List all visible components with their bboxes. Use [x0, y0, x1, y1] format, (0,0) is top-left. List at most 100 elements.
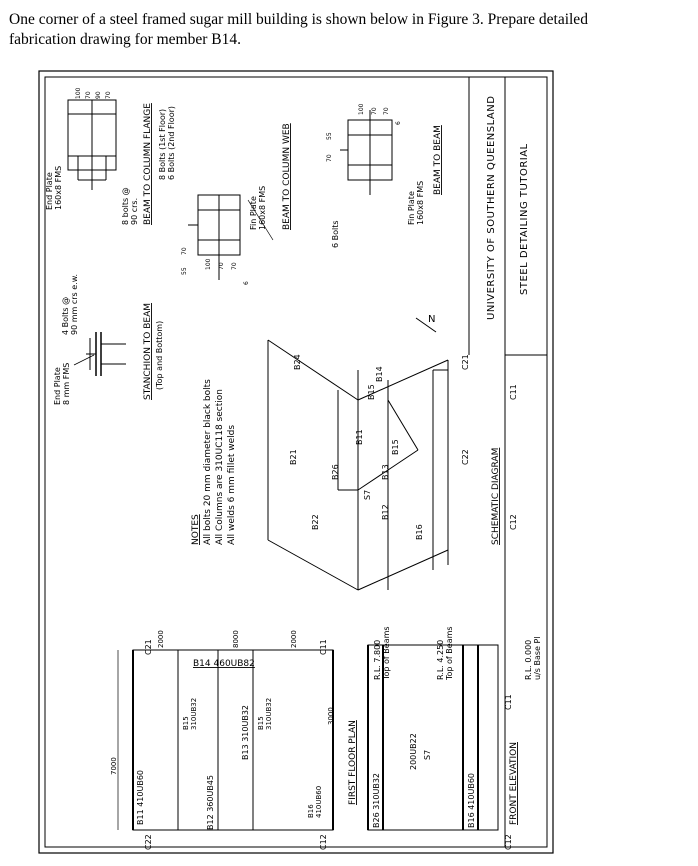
notes-line-2: All Columns are 310UC118 section: [215, 389, 225, 545]
plan-c21: C21: [144, 639, 153, 655]
plan-dim-2000-b: 2000: [290, 630, 298, 648]
beam-to-beam-title: BEAM TO BEAM: [433, 125, 443, 195]
plan-dim-7000: 7000: [110, 757, 118, 775]
dim-100: 100: [75, 87, 82, 99]
plan-c11: C11: [319, 639, 328, 655]
web-dim-70: 70: [326, 154, 333, 162]
plan-b15-a: B15: [182, 716, 190, 730]
schematic-label-c22: C22: [461, 449, 470, 465]
web-dim-100: 100: [358, 103, 365, 115]
end-plate-160-spec: 160x8 FMS: [54, 166, 63, 210]
plan-b16: B16: [307, 804, 315, 818]
schematic-label-b24: B24: [293, 354, 302, 370]
notes-line-1: All bolts 20 mm diameter black bolts: [203, 379, 213, 545]
plan-b12: B12 360UB45: [206, 775, 215, 830]
notes-line-3: All welds 6 mm fillet welds: [227, 425, 237, 545]
schematic-label-b16: B16: [415, 524, 424, 540]
tutorial-subtitle: STEEL DETAILING TUTORIAL: [519, 143, 530, 295]
schematic-label-b12: B12: [381, 504, 390, 520]
detail-beam-to-beam: BEAM TO COLUMN WEB 6 Bolts 70 55 100 70 …: [282, 103, 443, 248]
schematic-label-b13: B13: [381, 464, 390, 480]
notes-heading: NOTES: [191, 514, 201, 545]
elev-rl-base: R.L. 0.000: [524, 640, 533, 680]
bolts-spacing-1: 4 Bolts @: [61, 297, 70, 335]
elev-rl-top-sub: Top of Beams: [382, 626, 391, 681]
fin-dim-70b: 70: [218, 262, 225, 270]
front-elevation-title: FRONT ELEVATION: [509, 742, 519, 825]
schematic-label-b26: B26: [331, 464, 340, 480]
elev-rl-mid-sub: Top of Beams: [445, 626, 454, 681]
schematic-diagram-title: SCHEMATIC DIAGRAM: [491, 448, 501, 545]
plan-b13: B13 310UB32: [241, 705, 250, 760]
schematic-label-b14: B14: [375, 366, 384, 382]
plan-b15-a-section: 310UB32: [190, 698, 198, 730]
plan-b14: B14 460UB82: [193, 659, 255, 669]
end-plate-160-label: End Plate: [45, 172, 54, 210]
web-dim-70b: 70: [371, 107, 378, 115]
dim-70a: 70: [85, 91, 92, 99]
elev-b26: B26 310UB32: [372, 773, 381, 828]
plan-c22: C22: [144, 834, 153, 850]
question-line-1: One corner of a steel framed sugar mill …: [9, 11, 588, 28]
stanchion-to-beam-title: STANCHION TO BEAM: [143, 303, 153, 400]
fin-dim-6: 6: [243, 281, 250, 285]
plan-dim-2000-a: 2000: [157, 630, 165, 648]
university-label: UNIVERSITY OF SOUTHERN QUEENSLAND: [486, 96, 497, 320]
schematic-label-b11: B11: [355, 429, 364, 445]
elev-c12: C12: [504, 834, 513, 850]
fin-plate-spec: 160x8 FMS: [258, 186, 267, 230]
schematic-label-s7: S7: [363, 490, 372, 500]
schematic-label-b21: B21: [289, 449, 298, 465]
schematic-label-c12: C12: [509, 514, 518, 530]
plan-dim-8000: 8000: [232, 630, 240, 648]
beam-to-column-web-title: BEAM TO COLUMN WEB: [282, 123, 292, 230]
web-dim-6: 6: [395, 121, 402, 125]
bolts-spacing-2: 90 mm crs e.w.: [70, 274, 79, 335]
fin-plate-label: Fin Plate: [249, 196, 258, 230]
fin-dim-70: 70: [181, 247, 188, 255]
detail-fin-plate-floor: 8 Bolts (1st Floor) 6 Bolts (2nd Floor) …: [158, 106, 274, 285]
stanchion-to-beam-subtitle: (Top and Bottom): [155, 321, 164, 390]
fin-dim-70c: 70: [231, 262, 238, 270]
question-text: One corner of a steel framed sugar mill …: [9, 10, 689, 50]
sheet-inner-border: [44, 76, 548, 848]
schematic-label-b22: B22: [311, 514, 320, 530]
elev-rl-base-sub: u/s Base Pl: [533, 636, 542, 680]
bolts-90-label: 90 crs.: [130, 198, 139, 225]
drawing-svg: UNIVERSITY OF SOUTHERN QUEENSLAND STEEL …: [38, 70, 554, 854]
schematic-label-b15-top: B15: [367, 384, 376, 400]
web-fin-plate-label: Fin Plate: [407, 191, 416, 225]
plan-b11: B11 410UB60: [136, 770, 145, 825]
beam-to-column-flange-title: BEAM TO COLUMN FLANGE: [143, 103, 153, 225]
web-dim-70c: 70: [383, 107, 390, 115]
web-fin-plate-spec: 160x8 FMS: [416, 181, 425, 225]
elev-s7: S7: [423, 750, 432, 760]
first-floor-plan-title: FIRST FLOOR PLAN: [348, 720, 358, 805]
dim-70b: 70: [105, 91, 112, 99]
bolts-2nd-floor: 6 Bolts (2nd Floor): [167, 106, 176, 180]
end-plate-spec: 8 mm FMS: [62, 363, 71, 405]
elev-rl-mid: R.L. 4.250: [436, 640, 445, 680]
dim-90: 90: [95, 91, 102, 99]
plan-b15-b-section: 310UB32: [265, 698, 273, 730]
schematic-label-b15-low: B15: [391, 439, 400, 455]
fin-dim-55: 55: [181, 267, 188, 275]
first-floor-plan: FIRST FLOOR PLAN 7000 2000 8000 2000 300…: [110, 630, 358, 850]
elev-s7-section: 200UB22: [409, 733, 418, 770]
bolts-8-label: 8 bolts @: [121, 187, 130, 225]
plan-b15-b: B15: [257, 716, 265, 730]
notes-block: NOTES All bolts 20 mm diameter black bol…: [191, 379, 237, 545]
web-dim-55: 55: [326, 132, 333, 140]
question-line-2: fabrication drawing for member B14.: [9, 31, 241, 48]
fin-dim-100: 100: [205, 258, 212, 270]
plan-b16-section: 410UB60: [315, 786, 323, 818]
bolts-6-label: 6 Bolts: [331, 220, 340, 248]
plan-dim-3000: 3000: [327, 707, 335, 725]
north-label: N: [428, 314, 435, 325]
north-arrow-icon: [415, 317, 437, 333]
detail-beam-to-column-flange: End Plate 160x8 FMS 100 70 90 70 8 bolts…: [45, 87, 153, 225]
bolts-1st-floor: 8 Bolts (1st Floor): [158, 109, 167, 180]
elev-rl-top: R.L. 7.800: [373, 640, 382, 680]
front-elevation: R.L. 7.800 Top of Beams R.L. 4.250 Top o…: [367, 626, 542, 850]
drawing-sheet: UNIVERSITY OF SOUTHERN QUEENSLAND STEEL …: [38, 70, 554, 854]
